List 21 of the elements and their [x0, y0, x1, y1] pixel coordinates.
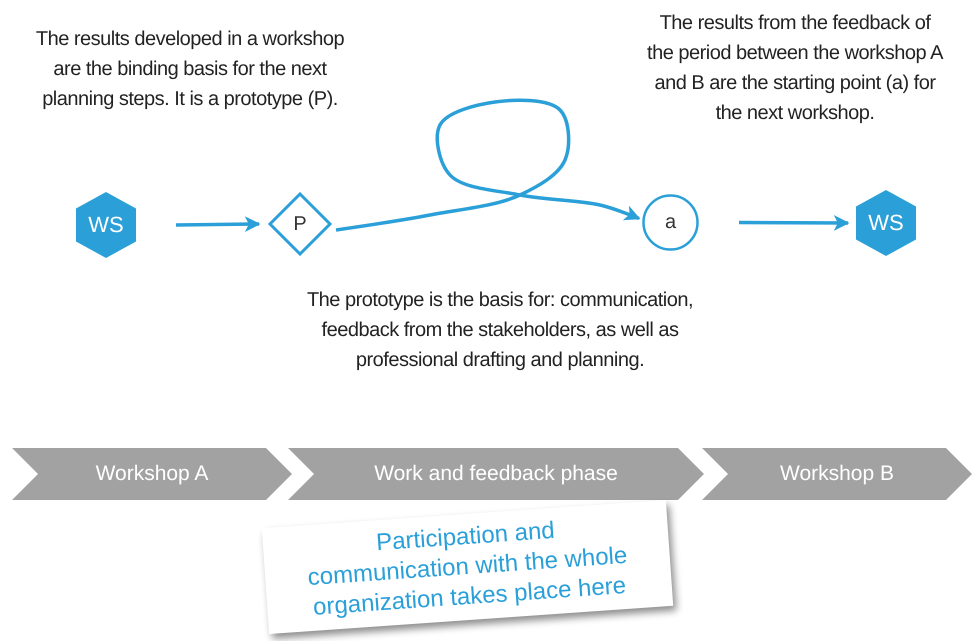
arrow: [336, 98, 640, 232]
node-label: WS: [868, 210, 904, 236]
hexagon-node: [856, 190, 916, 256]
hexagon-node: [76, 192, 136, 258]
node-label: Work and feedback phase: [374, 462, 618, 486]
node-label: Workshop A: [96, 462, 208, 486]
node-label: P: [293, 212, 307, 236]
chevron-band: [12, 448, 292, 500]
note-text: Participation and communication with the whole organization takes place here: [306, 516, 630, 623]
chevron-band: [702, 448, 972, 500]
node-label: WS: [88, 212, 124, 238]
annotation-text: The results from the feedback of the period between the workshop A and B are the starting point (a) for the next workshop.: [646, 11, 944, 126]
circle-node: [642, 194, 699, 251]
arrow: [739, 215, 850, 231]
annotation-text: The prototype is the basis for: communication, feedback from the stakeholders, as well as professional drafting and planning.: [306, 288, 694, 373]
node-label: a: [664, 211, 676, 234]
annotation-text: The results developed in a workshop are the binding basis for the next planning steps. It is a prototype (P).: [35, 27, 345, 112]
arrow: [176, 216, 261, 232]
chevron-band: [288, 448, 704, 500]
node-label: Workshop B: [780, 462, 894, 486]
diamond-node: [267, 191, 333, 257]
